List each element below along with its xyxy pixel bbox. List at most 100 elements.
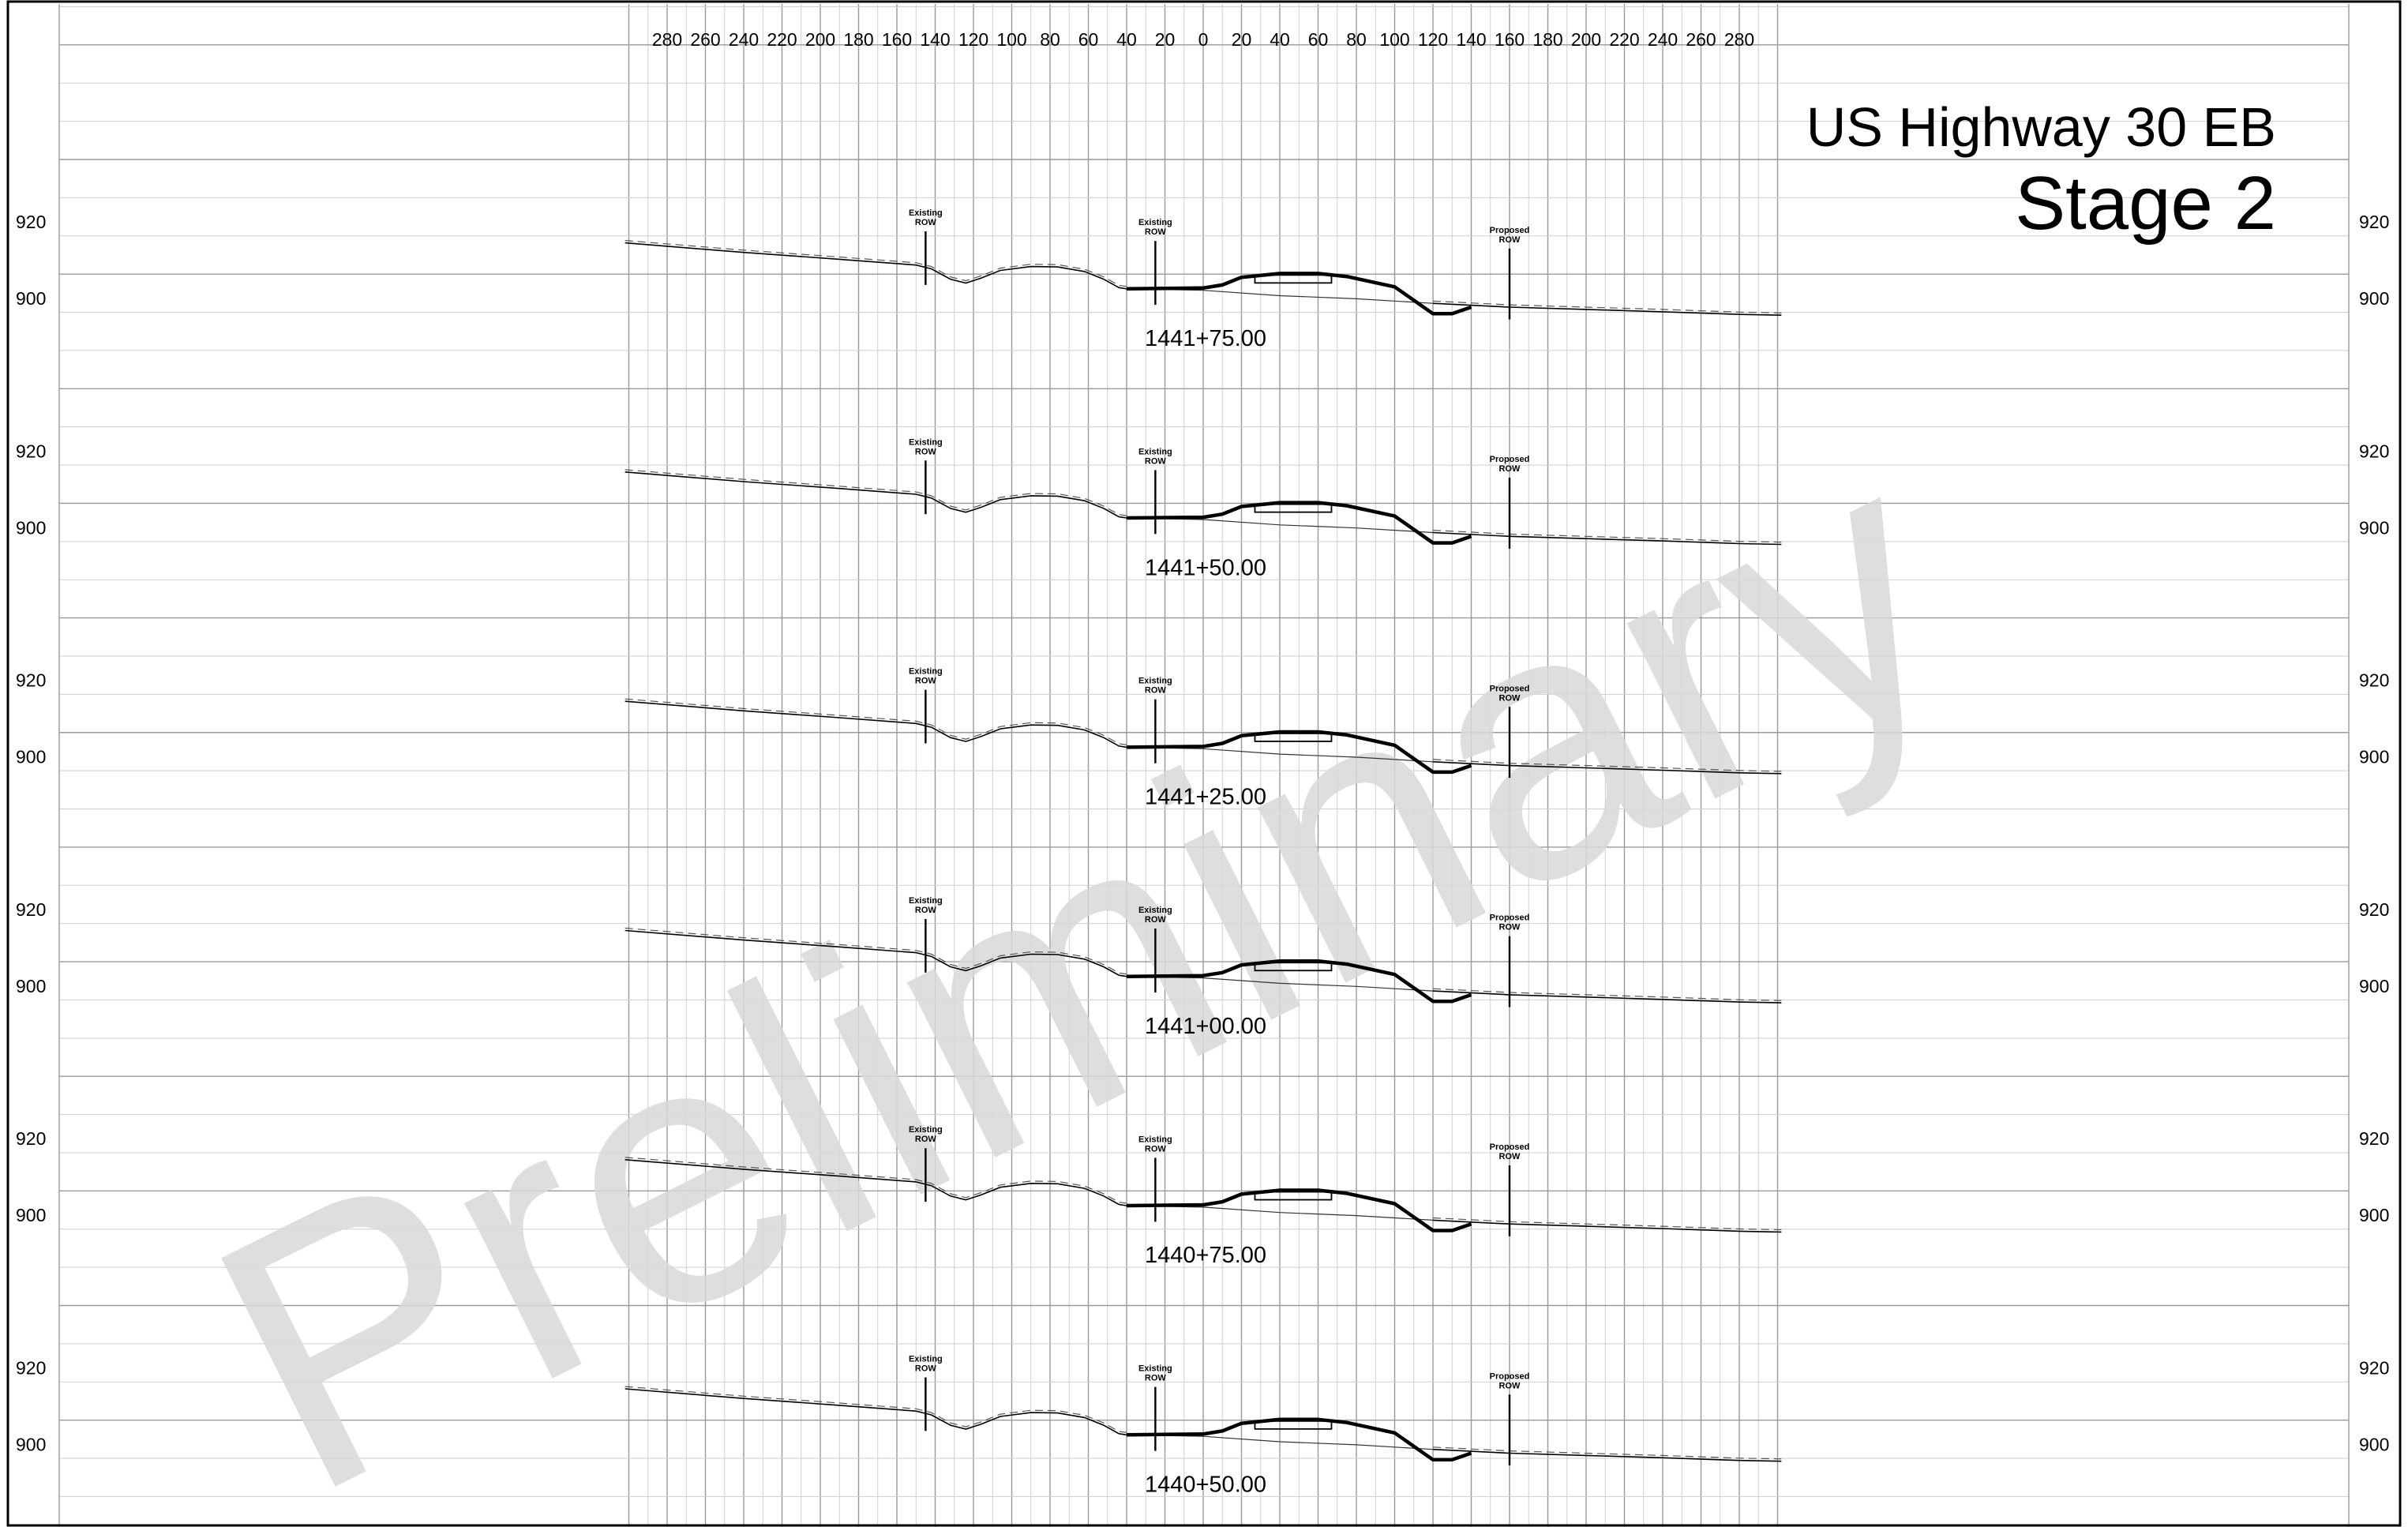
- existing-ground-left: [625, 1388, 1127, 1436]
- title-line-1: US Highway 30 EB: [1806, 96, 2276, 158]
- existing-row-mid-label-row: ROW: [1145, 456, 1167, 466]
- offset-tick-label: 240: [729, 29, 759, 50]
- pavement-box: [1254, 962, 1333, 972]
- existing-ground-dashed: [625, 927, 1127, 975]
- offset-tick-label: 60: [1308, 29, 1329, 50]
- proposed-row-label-row: ROW: [1499, 1381, 1521, 1390]
- existing-ground-right-dashed: [1432, 1446, 1782, 1460]
- offset-tick-label: 120: [1418, 29, 1448, 50]
- existing-row-left-label: Existing: [909, 1355, 943, 1364]
- station-label: 1441+25.00: [1145, 785, 1266, 810]
- elevation-label-left: 920: [16, 1358, 46, 1379]
- pavement-box: [1254, 503, 1333, 513]
- proposed-template: [1126, 1188, 1472, 1232]
- offset-tick-label: 140: [920, 29, 950, 50]
- offset-tick-label: 80: [1346, 29, 1367, 50]
- offset-tick-label: 100: [1379, 29, 1409, 50]
- existing-ground-left: [625, 1159, 1127, 1206]
- existing-ground-right-dashed: [1432, 300, 1782, 313]
- existing-ground-dashed: [625, 1386, 1127, 1433]
- station-label: 1441+50.00: [1145, 555, 1266, 580]
- existing-row-left-label-row: ROW: [915, 447, 937, 456]
- existing-row-mid-label-row: ROW: [1145, 1144, 1167, 1154]
- elevation-label-right: 920: [2359, 899, 2389, 920]
- existing-row-mid-label-row: ROW: [1145, 915, 1167, 925]
- title-line-2: Stage 2: [2015, 161, 2276, 246]
- elevation-label-left: 900: [16, 517, 46, 538]
- proposed-row-label-row: ROW: [1499, 464, 1521, 474]
- existing-row-left-label-row: ROW: [915, 906, 937, 915]
- offset-tick-label: 260: [690, 29, 720, 50]
- existing-ground-left: [625, 471, 1127, 519]
- existing-row-mid-label-row: ROW: [1145, 686, 1167, 696]
- offset-tick-label: 260: [1686, 29, 1716, 50]
- elevation-label-left: 920: [16, 441, 46, 461]
- offset-tick-label: 200: [1571, 29, 1601, 50]
- existing-row-mid-label: Existing: [1138, 218, 1172, 227]
- existing-row-mid-label: Existing: [1138, 1364, 1172, 1374]
- existing-ground-right-dashed: [1432, 1217, 1782, 1231]
- offset-tick-label: 200: [805, 29, 835, 50]
- proposed-template: [1126, 272, 1472, 316]
- existing-row-left-label-row: ROW: [915, 1135, 937, 1144]
- existing-row-left-label: Existing: [909, 208, 943, 218]
- existing-ground-right: [1432, 761, 1782, 775]
- existing-row-left-label-row: ROW: [915, 218, 937, 227]
- existing-ground-right: [1432, 531, 1782, 546]
- existing-row-left-label: Existing: [909, 1125, 943, 1135]
- pavement-box: [1254, 1420, 1333, 1430]
- elevation-label-left: 920: [16, 670, 46, 691]
- offset-tick-label: 220: [1609, 29, 1639, 50]
- proposed-row-label: Proposed: [1490, 1371, 1530, 1381]
- station-label: 1441+75.00: [1145, 326, 1266, 351]
- proposed-row-label-row: ROW: [1499, 923, 1521, 932]
- existing-ground-right: [1432, 1219, 1782, 1233]
- existing-ground-left: [625, 929, 1127, 977]
- station-label: 1440+50.00: [1145, 1473, 1266, 1498]
- existing-row-mid-label-row: ROW: [1145, 1374, 1167, 1383]
- offset-tick-label: 140: [1456, 29, 1486, 50]
- existing-ground-right: [1432, 302, 1782, 316]
- elevation-label-right: 920: [2359, 212, 2389, 232]
- offset-tick-label: 40: [1116, 29, 1137, 50]
- existing-ground-left: [625, 700, 1127, 748]
- offset-tick-label: 100: [996, 29, 1026, 50]
- offset-tick-label: 0: [1198, 29, 1209, 50]
- elevation-label-left: 900: [16, 288, 46, 309]
- pavement-box: [1254, 1191, 1333, 1201]
- elevation-label-right: 900: [2359, 517, 2389, 538]
- elevation-label-right: 920: [2359, 441, 2389, 461]
- existing-row-left-label: Existing: [909, 667, 943, 677]
- title-block: US Highway 30 EB Stage 2: [1806, 96, 2276, 246]
- existing-ground-left: [625, 242, 1127, 290]
- elevation-label-left: 900: [16, 976, 46, 996]
- existing-row-mid-label: Existing: [1138, 677, 1172, 686]
- station-label: 1441+00.00: [1145, 1014, 1266, 1039]
- offset-tick-label: 20: [1155, 29, 1176, 50]
- elevation-label-left: 900: [16, 1205, 46, 1225]
- elevation-label-right: 900: [2359, 1435, 2389, 1455]
- offset-tick-label: 280: [652, 29, 682, 50]
- existing-ground-right: [1432, 1448, 1782, 1462]
- offset-tick-label: 120: [958, 29, 988, 50]
- elevation-label-left: 920: [16, 899, 46, 920]
- existing-ground-dashed: [625, 1157, 1127, 1204]
- elevation-label-left: 920: [16, 1128, 46, 1149]
- existing-ground-dashed: [625, 469, 1127, 516]
- elevation-label-right: 920: [2359, 1358, 2389, 1379]
- offset-tick-label: 80: [1040, 29, 1060, 50]
- existing-row-left-label: Existing: [909, 437, 943, 447]
- offset-tick-label: 20: [1232, 29, 1252, 50]
- proposed-row-label: Proposed: [1490, 455, 1530, 464]
- existing-row-mid-label: Existing: [1138, 1135, 1172, 1144]
- existing-row-mid-label-row: ROW: [1145, 227, 1167, 237]
- proposed-row-label: Proposed: [1490, 684, 1530, 693]
- offset-tick-label: 160: [882, 29, 912, 50]
- existing-ground-right-dashed: [1432, 988, 1782, 1001]
- elevation-label-left: 920: [16, 212, 46, 232]
- offset-tick-label: 240: [1648, 29, 1678, 50]
